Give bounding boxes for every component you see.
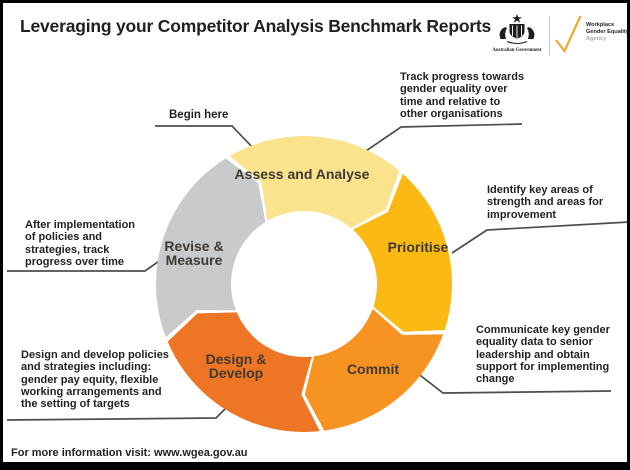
- wgea-check-icon: [555, 15, 582, 54]
- wgea-logo-line3: Agency: [586, 36, 607, 42]
- wgea-logo: Workplace Gender Equality Agency: [555, 15, 630, 54]
- segment-label-commit: Commit: [347, 361, 399, 377]
- crest-emu-icon: [527, 27, 535, 39]
- page-title: Leveraging your Competitor Analysis Benc…: [20, 16, 492, 36]
- segment-commit: [304, 308, 444, 431]
- wgea-logo-line2: Gender Equality: [586, 29, 630, 35]
- segment-revise: [155, 158, 266, 338]
- leader-assess: [365, 123, 523, 152]
- australian-government-logo: Australian Government: [493, 14, 542, 53]
- crest-banner: [506, 40, 528, 45]
- header-logos: Australian Government Workplace Gender E…: [493, 14, 630, 56]
- callout-begin-here: Begin here: [169, 109, 229, 121]
- footer-bar: [3, 462, 627, 467]
- segment-label-revise: Revise &Measure: [164, 238, 223, 268]
- leader-begin-here: [155, 125, 258, 153]
- cycle-segments: [155, 136, 453, 432]
- crest-kangaroo-icon: [499, 27, 507, 39]
- wgea-logo-line1: Workplace: [586, 22, 614, 28]
- segment-label-assess: Assess and Analyse: [235, 166, 370, 182]
- segment-design: [167, 312, 320, 432]
- segment-label-prioritise: Prioritise: [388, 239, 449, 255]
- segment-assess: [229, 136, 400, 229]
- leader-revise: [7, 258, 163, 272]
- gov-logo-label: Australian Government: [493, 48, 542, 53]
- footer-link-text: For more information visit: www.wgea.gov…: [11, 447, 248, 459]
- segment-label-design: Design &Develop: [206, 351, 267, 381]
- leader-commit: [411, 368, 612, 394]
- crest-star-icon: [512, 14, 522, 23]
- segment-prioritise: [352, 173, 453, 332]
- crest-shield-stripes: [512, 25, 522, 38]
- leader-prioritise: [451, 221, 627, 254]
